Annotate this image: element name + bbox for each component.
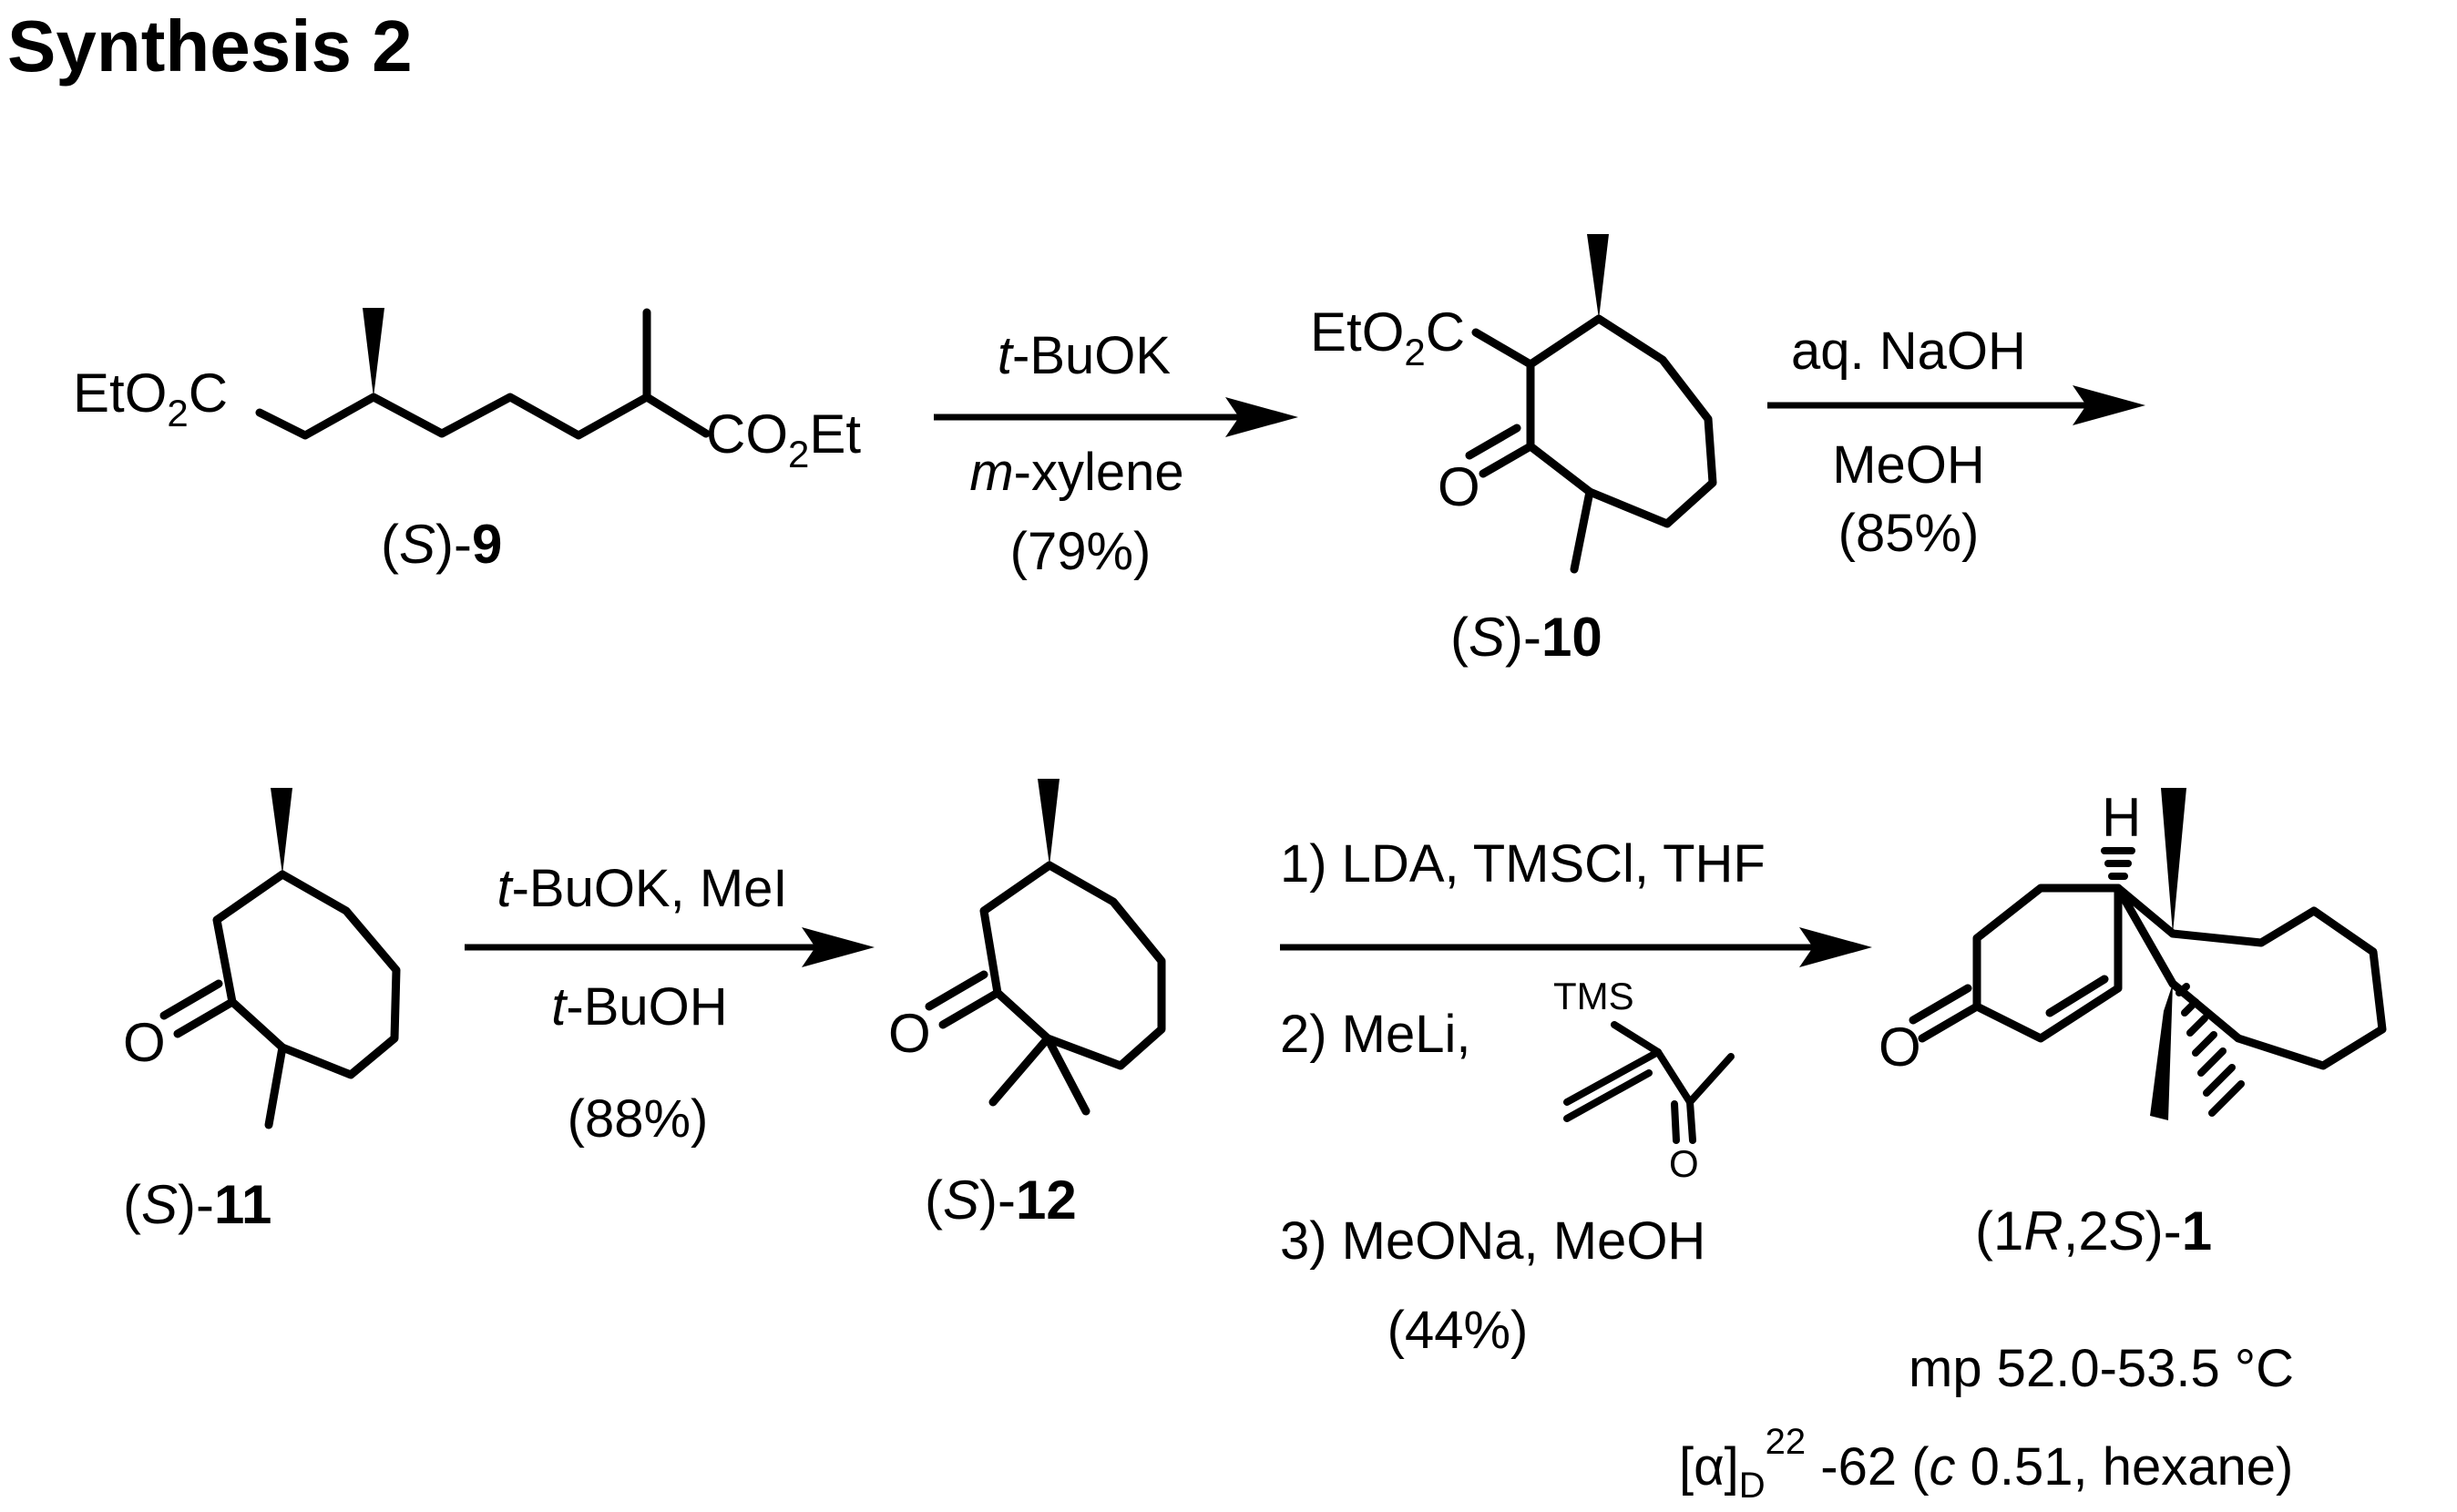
compound-12-methyl-b <box>1043 1034 1090 1116</box>
compound-9-etoc-group: EtO2C <box>73 363 228 434</box>
step1-yield: (79%) <box>1010 522 1152 581</box>
step4-enone-reagent: TMS O <box>1553 975 1735 1185</box>
compound-11-methyl <box>264 1043 287 1129</box>
reaction-arrow-4 <box>1280 927 1872 967</box>
compound-1-hash-methyl <box>2175 983 2245 1117</box>
compound-11-carbonyl-1 <box>173 997 237 1038</box>
step4-yield: (44%) <box>1387 1301 1529 1360</box>
compound-12-ring <box>979 861 1166 1070</box>
compound-12-carbonyl-2 <box>925 970 988 1011</box>
compound-1-hydrogen: H <box>2102 787 2141 848</box>
compound-11-ring <box>212 870 401 1079</box>
compound-9-co2et-group: CO2Et <box>706 404 861 475</box>
compound-10-wedge-methyl <box>1587 234 1609 319</box>
step3-yield: (88%) <box>568 1089 709 1149</box>
reaction-arrow-1 <box>934 397 1298 437</box>
step4-line2: 2) MeLi, <box>1280 1005 1471 1064</box>
compound-12-label: (S)-12 <box>925 1170 1077 1231</box>
melting-point: mp 52.0-53.5 °C <box>1909 1339 2294 1398</box>
compound-11-carbonyl-2 <box>159 979 223 1020</box>
compound-1-wedge-gem-methyl <box>2150 984 2173 1120</box>
step1-reagent: t-BuOK <box>998 326 1171 385</box>
reaction-arrow-3 <box>465 927 875 967</box>
compound-11-oxygen: O <box>123 1012 166 1073</box>
compound-9-label: (S)-9 <box>381 514 502 575</box>
compound-10-oxygen: O <box>1438 456 1480 517</box>
enone-bond <box>1654 1048 1694 1106</box>
enone-oxygen: O <box>1669 1142 1699 1185</box>
reaction-arrow-2 <box>1767 385 2145 425</box>
enone-vinyl-2 <box>1563 1069 1653 1122</box>
enone-tms-bond <box>1611 1021 1662 1056</box>
step1-solvent: m-xylene <box>969 443 1183 502</box>
compound-10-etoc-group: EtO2C <box>1310 301 1465 373</box>
compound-11-wedge-methyl <box>271 788 292 874</box>
compound-12-methyl-a <box>988 1034 1052 1107</box>
enone-methyl <box>1686 1053 1735 1106</box>
compound-1-hash-h <box>2101 847 2135 880</box>
compound-12-structure: O <box>888 779 1166 1116</box>
enone-vinyl-1 <box>1563 1048 1662 1106</box>
compound-11-structure: O <box>123 788 401 1129</box>
compound-10-ring <box>1526 314 1717 528</box>
compound-1-alkene <box>2045 975 2109 1017</box>
compound-12-oxygen: O <box>888 1003 931 1064</box>
compound-1-carbonyl-1 <box>1918 1002 1981 1043</box>
compound-1-seven-ring <box>2114 884 2387 1070</box>
compound-10-label: (S)-10 <box>1450 607 1602 668</box>
enone-co-2 <box>1671 1100 1680 1144</box>
step4-line1: 1) LDA, TMSCl, THF <box>1280 834 1766 894</box>
compound-10-ester-bond <box>1471 328 1535 369</box>
step3-solvent: t-BuOH <box>551 977 727 1037</box>
compound-12-wedge-methyl <box>1038 779 1060 865</box>
enone-tms-label: TMS <box>1553 975 1634 1017</box>
step3-reagent: t-BuOK, MeI <box>497 859 787 918</box>
step2-reagent: aq. NaOH <box>1791 322 2026 381</box>
compound-9-structure: EtO2C CO2Et <box>73 308 861 475</box>
scheme-title: Synthesis 2 <box>7 5 413 87</box>
compound-1-structure: H O <box>1879 787 2387 1120</box>
step4-line3: 3) MeONa, MeOH <box>1280 1211 1705 1271</box>
compound-9-chain <box>255 393 711 440</box>
compound-10-methyl <box>1570 487 1594 574</box>
compound-9-wedge-methyl <box>363 308 384 397</box>
compound-12-carbonyl-1 <box>938 988 1002 1029</box>
step2-solvent: MeOH <box>1832 435 1985 495</box>
optical-rotation: [α]D22 -62 (c 0.51, hexane) <box>1679 1422 2293 1506</box>
compound-1-label: (1R,2S)-1 <box>1975 1200 2212 1262</box>
compound-10-carbonyl-1 <box>1479 442 1535 478</box>
compound-10-carbonyl-2 <box>1465 424 1521 460</box>
compound-1-carbonyl-2 <box>1909 984 1972 1025</box>
compound-1-oxygen: O <box>1879 1017 1921 1078</box>
compound-11-label: (S)-11 <box>123 1174 271 1235</box>
step2-yield: (85%) <box>1838 504 1980 563</box>
compound-1-wedge-methyl <box>2161 788 2186 934</box>
compound-10-structure: EtO2C O <box>1310 234 1717 574</box>
enone-co-1 <box>1686 1098 1696 1144</box>
